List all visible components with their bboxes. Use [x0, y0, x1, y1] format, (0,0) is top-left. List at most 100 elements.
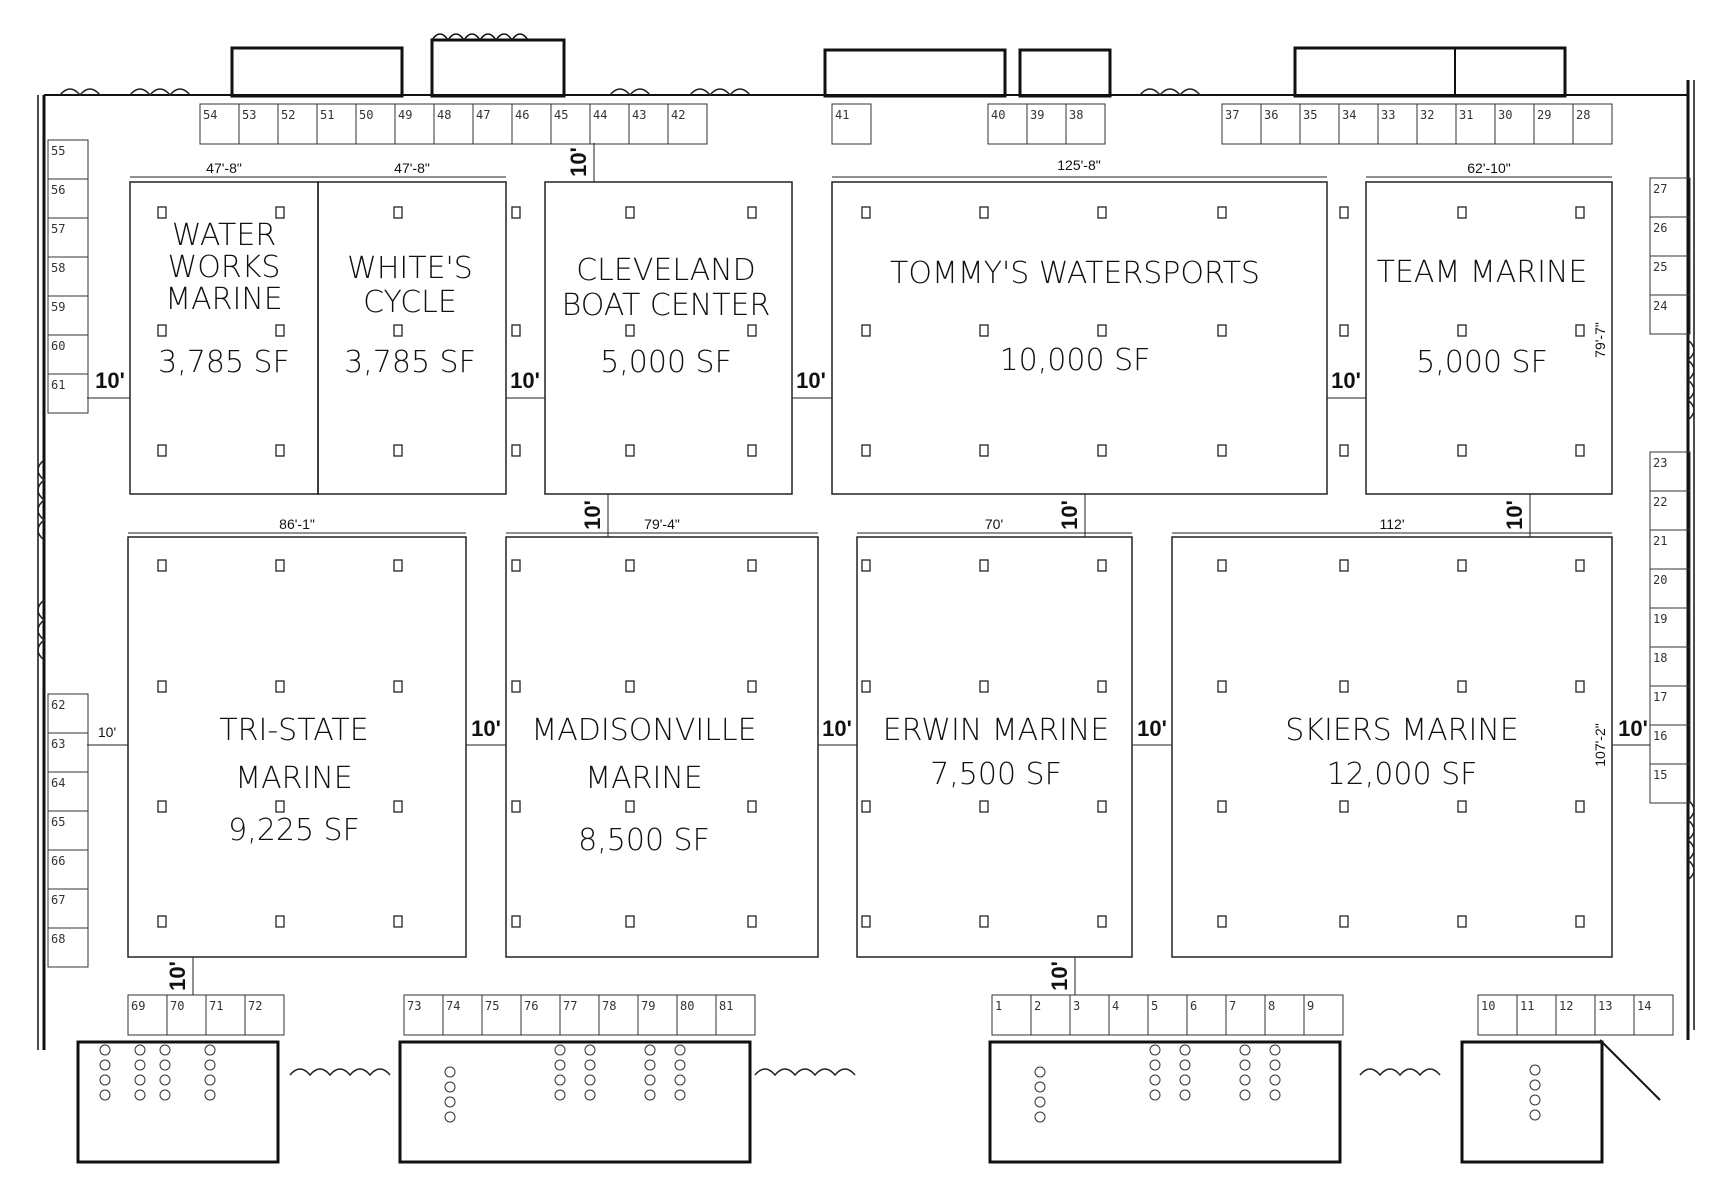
vendor-blocks: [127, 181, 1613, 958]
fixture-icon: [584, 1059, 596, 1071]
booth-number: 64: [51, 776, 65, 790]
booth-team: [1365, 181, 1613, 495]
column-marker: [747, 324, 757, 337]
column-marker: [1217, 559, 1227, 572]
vendor-name-line: MARINE: [585, 761, 703, 796]
booth-number: 46: [515, 108, 529, 122]
column-marker: [1575, 559, 1585, 572]
gap-label: 10': [1331, 368, 1361, 393]
fixture-icon: [444, 1081, 456, 1093]
booth-cleveland: [544, 181, 793, 495]
booth-number: 48: [437, 108, 451, 122]
gap-label: 10': [471, 716, 501, 741]
booth-number: 20: [1653, 573, 1667, 587]
booth-number: 49: [398, 108, 412, 122]
booth-number: 73: [407, 999, 421, 1013]
booth-number: 79: [641, 999, 655, 1013]
column-marker: [747, 915, 757, 928]
column-marker: [1217, 206, 1227, 219]
fixture-icon: [1239, 1059, 1251, 1071]
column-marker: [1097, 206, 1107, 219]
gap-label: 10': [95, 368, 125, 393]
column-marker: [861, 915, 871, 928]
booth-number: 30: [1498, 108, 1512, 122]
booth-number: 42: [671, 108, 685, 122]
fixture-icon: [204, 1074, 216, 1086]
fixture-icon: [554, 1044, 566, 1056]
vendor-labels: WATER WORKS MARINE 3,785 SF WHITE'S CYCL…: [158, 218, 1587, 858]
column-marker: [1457, 915, 1467, 928]
vendor-name-line: TOMMY'S WATERSPORTS: [890, 256, 1260, 291]
column-marker: [979, 680, 989, 693]
gap-label: 10': [1618, 716, 1648, 741]
vendor-name-line: TEAM MARINE: [1377, 255, 1588, 290]
column-marker: [275, 800, 285, 813]
dimension-labels: 47'-8" 47'-8" 125'-8" 62'-10" 86'-1" 79'…: [98, 157, 1608, 767]
dimension-lines: [87, 143, 1650, 995]
booth-number: 1: [995, 999, 1002, 1013]
vendor-name-line: BOAT CENTER: [562, 288, 771, 323]
column-marker: [1097, 800, 1107, 813]
booth-number: 37: [1225, 108, 1239, 122]
booth-number: 4: [1112, 999, 1119, 1013]
column-marker: [157, 324, 167, 337]
booth-erwin: [856, 536, 1133, 958]
booth-number: 81: [719, 999, 733, 1013]
booth-number: 18: [1653, 651, 1667, 665]
booth-number: 6: [1190, 999, 1197, 1013]
booth-number: 23: [1653, 456, 1667, 470]
fixture-icon: [1179, 1044, 1191, 1056]
bottom-rooms: [76, 1039, 1661, 1164]
fixture-icon: [444, 1066, 456, 1078]
column-marker: [1097, 559, 1107, 572]
vendor-area: 9,225 SF: [228, 813, 360, 848]
fixture-icon: [1034, 1066, 1046, 1078]
column-marker: [861, 559, 871, 572]
vendor-name-line: WATER: [172, 218, 276, 253]
building-shell: [37, 80, 1695, 1050]
booth-number: 44: [593, 108, 607, 122]
fixture-icon: [1149, 1074, 1161, 1086]
booth-skiers: [1171, 536, 1613, 958]
booth-number: 22: [1653, 495, 1667, 509]
booth-cell: [1649, 294, 1691, 335]
booth-number: 78: [602, 999, 616, 1013]
vendor-area: 3,785 SF: [344, 345, 476, 380]
gap-label: 10': [510, 368, 540, 393]
dim-whites: 47'-8": [394, 160, 430, 176]
booth-number: 32: [1420, 108, 1434, 122]
column-marker: [511, 559, 521, 572]
dim-tristate: 86'-1": [279, 516, 315, 532]
structural-columns: [157, 206, 1585, 928]
column-marker: [1217, 915, 1227, 928]
booth-cell: [47, 927, 89, 968]
column-marker: [1339, 800, 1349, 813]
booth-cell: [1649, 763, 1691, 804]
booth-cell: [244, 994, 285, 1036]
dim-tommys: 125'-8": [1057, 157, 1100, 173]
dim-madisonville: 79'-4": [644, 516, 680, 532]
fixture-icon: [1269, 1089, 1281, 1101]
booth-number: 80: [680, 999, 694, 1013]
fixture-icon: [1179, 1059, 1191, 1071]
dim-skiers-height: 107'-2": [1592, 723, 1608, 766]
column-marker: [861, 324, 871, 337]
booth-number: 56: [51, 183, 65, 197]
fixture-icon: [159, 1074, 171, 1086]
column-marker: [275, 206, 285, 219]
booth-number: 43: [632, 108, 646, 122]
booth-number: 69: [131, 999, 145, 1013]
fixture-icon: [99, 1059, 111, 1071]
fixture-icon: [644, 1074, 656, 1086]
booth-number: 17: [1653, 690, 1667, 704]
column-marker: [157, 915, 167, 928]
booth-number: 70: [170, 999, 184, 1013]
column-marker: [1217, 444, 1227, 457]
booth-number: 72: [248, 999, 262, 1013]
column-marker: [275, 680, 285, 693]
fixture-icon: [1034, 1111, 1046, 1123]
fixture-icon: [1179, 1074, 1191, 1086]
booth-number: 41: [835, 108, 849, 122]
column-marker: [393, 444, 403, 457]
booth-number: 35: [1303, 108, 1317, 122]
